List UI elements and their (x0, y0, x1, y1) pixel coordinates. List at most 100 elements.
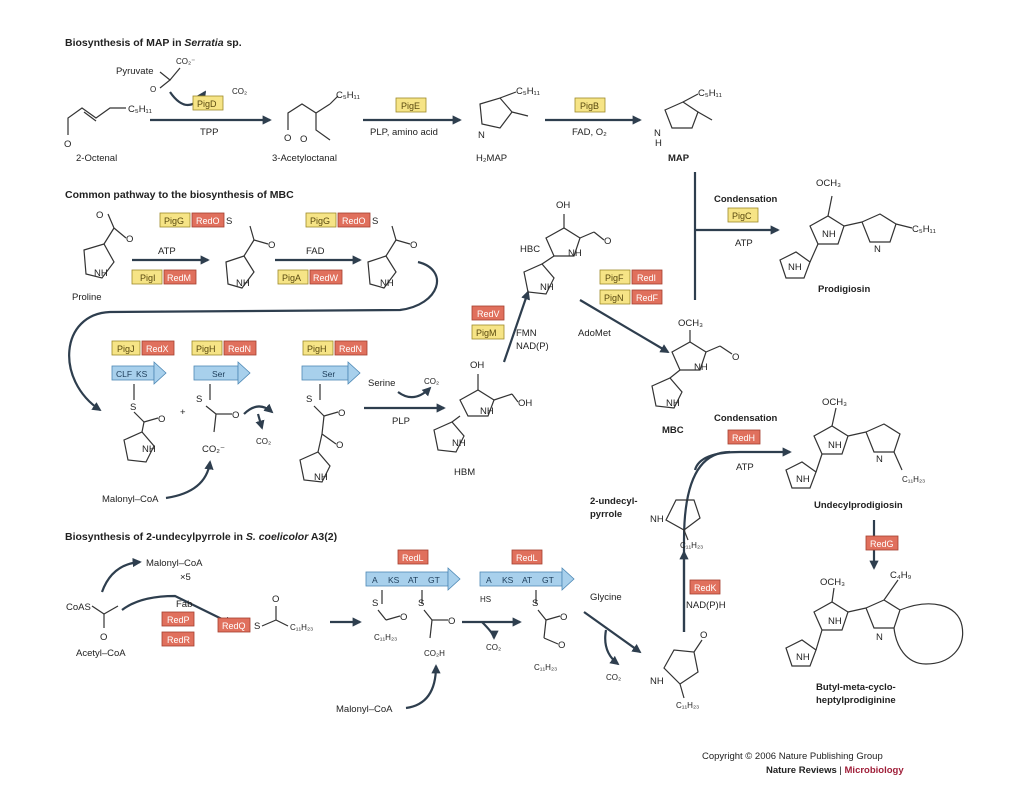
structure-redq-dodecanoyl: RedQ S O C₁₁H₂₃ (217, 594, 313, 633)
svg-text:N: N (876, 632, 883, 643)
svg-text:PigD: PigD (197, 99, 217, 109)
label-proline: Proline (72, 292, 102, 303)
svg-text:S: S (306, 394, 312, 405)
label-map: MAP (668, 153, 690, 164)
svg-text:N: N (654, 128, 661, 139)
structure-hbm: OH OH NH NH (433, 360, 532, 453)
svg-text:NH: NH (142, 444, 156, 455)
svg-text:O: O (126, 234, 133, 245)
svg-text:S: S (226, 216, 232, 227)
svg-text:OCH₃: OCH₃ (822, 397, 847, 408)
structure-proline: O O NH (83, 210, 133, 279)
enzyme-pigh-1: PigH (191, 340, 223, 356)
svg-text:A: A (372, 575, 378, 585)
svg-text:Pyruvate: Pyruvate (116, 66, 154, 77)
arrow-co2-out (255, 413, 265, 430)
label-undecylprodigiosin: Undecylprodigiosin (814, 500, 903, 511)
svg-text:NH: NH (796, 474, 810, 485)
label-atp-3: ATP (736, 462, 754, 473)
svg-text:OCH₃: OCH₃ (820, 577, 845, 588)
enzyme-redo-2: RedO (337, 212, 371, 228)
label-tpp: TPP (200, 127, 218, 138)
svg-text:S: S (372, 598, 378, 609)
label-co2-4: CO₂ (486, 643, 501, 652)
label-hbm: HBM (454, 467, 475, 478)
svg-text:S: S (532, 598, 538, 609)
svg-text:NH: NH (828, 440, 842, 451)
svg-text:AT: AT (408, 575, 418, 585)
enzyme-redq: RedQ (217, 617, 251, 633)
svg-text:CLF: CLF (116, 369, 132, 379)
svg-text:RedG: RedG (870, 539, 894, 549)
svg-text:CO₂⁻: CO₂⁻ (176, 57, 195, 66)
svg-text:NH: NH (650, 514, 664, 525)
svg-text:GT: GT (542, 575, 554, 585)
arrow-undecylpyrrole-up (682, 450, 731, 632)
svg-text:RedV: RedV (477, 309, 500, 319)
svg-text:NH: NH (568, 248, 582, 259)
label-condensation-2: Condensation (714, 413, 778, 424)
svg-text:C₅H₁₁: C₅H₁₁ (336, 90, 360, 101)
enzyme-pigb: PigB (574, 97, 606, 113)
enzyme-pigg-2: PigG (305, 212, 337, 228)
arrow-decarboxylation (243, 403, 274, 415)
domain-a-ks-at-gt-1: A KS AT GT (365, 567, 461, 591)
svg-text:NH: NH (828, 616, 842, 627)
label-co2-2: CO₂ (256, 437, 271, 446)
svg-text:KS: KS (502, 575, 514, 585)
label-mbc: MBC (662, 425, 684, 436)
svg-text:C₁₁H₂₃: C₁₁H₂₃ (680, 541, 703, 550)
svg-text:OH: OH (556, 200, 570, 211)
label-co2-3: CO₂ (424, 377, 439, 386)
svg-text:RedL: RedL (516, 553, 538, 563)
structure-butyl-meta-cycloheptylprodiginine: OCH₃ C₄H₉ NH N NH (785, 570, 964, 667)
svg-text:S: S (418, 598, 424, 609)
svg-text:NH: NH (380, 278, 394, 289)
enzyme-pigc: PigC (727, 207, 759, 223)
svg-text:S: S (372, 216, 378, 227)
svg-text:OH: OH (518, 398, 532, 409)
enzyme-redw: RedW (309, 269, 343, 285)
structure-3-acetyloctanal: O O C₅H₁₁ (284, 90, 360, 145)
enzyme-redl-1: RedL (397, 549, 429, 565)
enzyme-pigf: PigF (599, 269, 631, 285)
section-title-map: Biosynthesis of MAP in Serratia sp. (65, 37, 242, 49)
label-plp: PLP (392, 416, 410, 427)
label-malonyl-coa-2: Malonyl–CoA (146, 558, 203, 569)
svg-text:C₁₁H₂₃: C₁₁H₂₃ (290, 623, 313, 632)
enzyme-redk: RedK (689, 579, 721, 595)
svg-text:CO₂H: CO₂H (424, 649, 445, 658)
svg-text:N: N (874, 244, 881, 255)
svg-text:N: N (478, 130, 485, 141)
svg-text:O: O (158, 414, 165, 425)
label-x5: ×5 (180, 572, 191, 583)
enzyme-redv: RedV (471, 305, 505, 321)
label-fab: Fab (176, 599, 192, 610)
svg-text:PigA: PigA (282, 273, 301, 283)
svg-text:NH: NH (650, 676, 664, 687)
svg-text:RedN: RedN (228, 344, 251, 354)
svg-text:PigJ: PigJ (117, 344, 135, 354)
section-title-undecylpyrrole: Biosynthesis of 2-undecylpyrrole in S. c… (65, 531, 337, 543)
svg-text:PigI: PigI (140, 273, 156, 283)
label-fad: FAD (306, 246, 325, 257)
svg-text:PigM: PigM (476, 328, 497, 338)
label-plp-amino-acid: PLP, amino acid (370, 127, 438, 138)
label-butyl-2: heptylprodiginine (816, 695, 896, 706)
label-co2-5: CO₂ (606, 673, 621, 682)
svg-text:RedO: RedO (196, 216, 220, 226)
svg-text:OCH₃: OCH₃ (678, 318, 703, 329)
svg-text:C₄H₉: C₄H₉ (890, 570, 912, 581)
svg-text:PigB: PigB (580, 101, 599, 111)
svg-text:HS: HS (480, 595, 491, 604)
svg-text:O: O (100, 632, 107, 643)
domain-ser-1: Ser (193, 361, 251, 385)
enzyme-pigg-1: PigG (159, 212, 191, 228)
label-nadph: NAD(P)H (686, 600, 726, 611)
svg-text:RedX: RedX (146, 344, 169, 354)
enzyme-redf: RedF (631, 289, 663, 305)
label-prodigiosin: Prodigiosin (818, 284, 870, 295)
enzyme-pign: PigN (599, 289, 631, 305)
section-title-mbc: Common pathway to the biosynthesis of MB… (65, 189, 294, 201)
arrow-glycine (583, 611, 642, 654)
